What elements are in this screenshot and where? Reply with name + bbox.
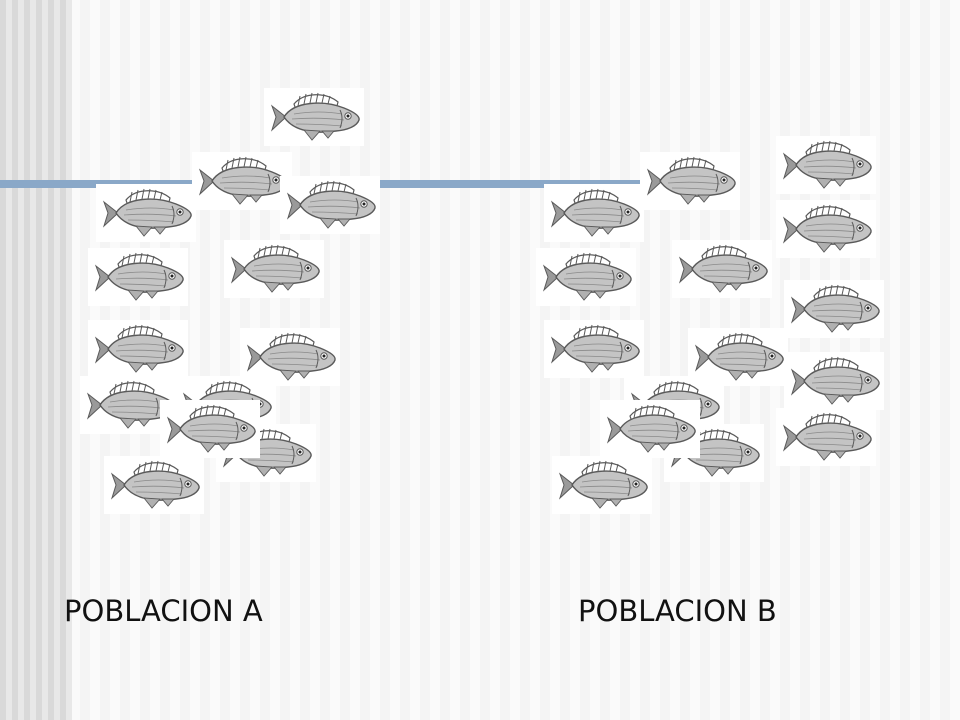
fish-icon bbox=[600, 400, 700, 458]
population-a-label: POBLACION A bbox=[64, 594, 263, 628]
fish-icon bbox=[240, 328, 340, 386]
fish-icon bbox=[776, 136, 876, 194]
fish-icon bbox=[544, 184, 644, 242]
fish-icon bbox=[96, 184, 196, 242]
fish-icon bbox=[776, 408, 876, 466]
fish-icon bbox=[280, 176, 380, 234]
fish-icon bbox=[160, 400, 260, 458]
fish-icon bbox=[104, 456, 204, 514]
header-rule-right bbox=[370, 180, 650, 188]
fish-icon bbox=[776, 200, 876, 258]
left-stripes bbox=[0, 0, 72, 720]
fish-icon bbox=[552, 456, 652, 514]
fish-icon bbox=[672, 240, 772, 298]
fish-icon bbox=[88, 320, 188, 378]
fish-icon bbox=[784, 352, 884, 410]
fish-icon bbox=[784, 280, 884, 338]
fish-icon bbox=[544, 320, 644, 378]
fish-icon bbox=[88, 248, 188, 306]
fish-icon bbox=[224, 240, 324, 298]
fish-icon bbox=[192, 152, 292, 210]
fish-icon bbox=[536, 248, 636, 306]
fish-icon bbox=[264, 88, 364, 146]
population-b-label: POBLACION B bbox=[578, 594, 777, 628]
fish-icon bbox=[640, 152, 740, 210]
